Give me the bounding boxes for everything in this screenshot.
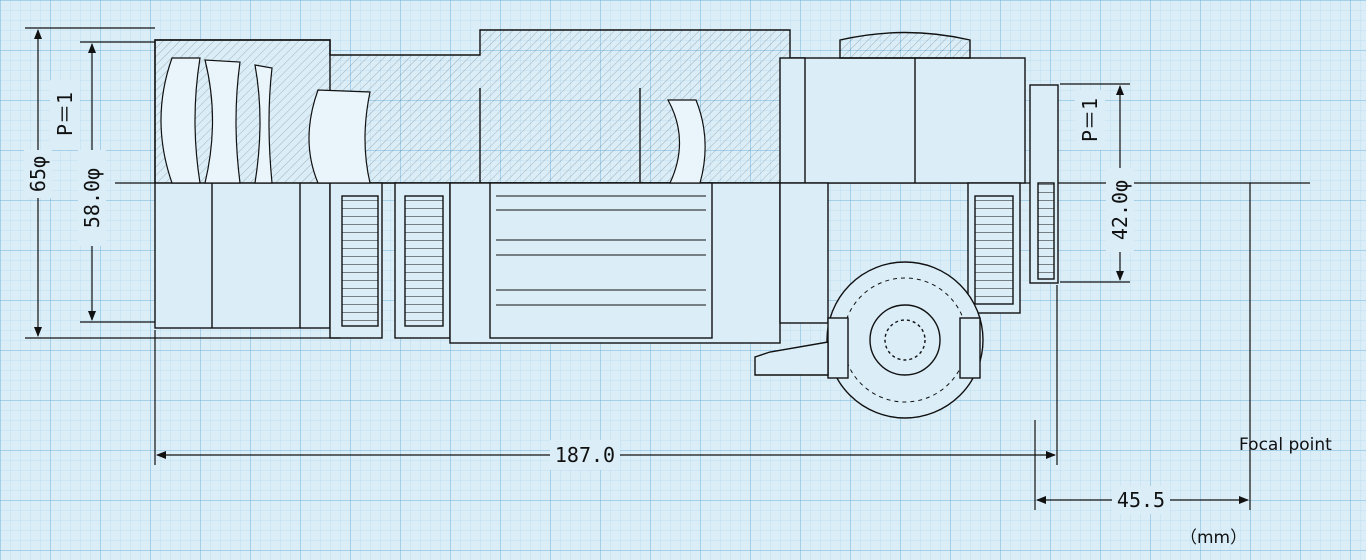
lens-body — [115, 29, 1310, 419]
label-front-diameter: 58.0φ — [80, 168, 104, 228]
label-focal-point: Focal point — [1239, 435, 1332, 455]
label-rear-pitch: P＝1 — [1078, 98, 1102, 142]
label-units: （mm） — [1180, 528, 1247, 548]
top-housing — [839, 31, 971, 59]
grip-ring — [489, 182, 713, 339]
front-lens-group — [160, 57, 273, 184]
label-front-pitch: P＝1 — [53, 92, 77, 136]
rear-tube — [779, 57, 1026, 184]
label-flange-focal-distance: 45.5 — [1117, 488, 1165, 512]
middle-lens-group — [308, 89, 371, 184]
tripod-knob — [754, 261, 984, 419]
label-mount-diameter: 42.0φ — [1108, 180, 1132, 240]
label-overall-length: 187.0 — [555, 443, 615, 467]
rear-lens-group — [666, 99, 706, 184]
label-outer-diameter: 65φ — [26, 156, 50, 192]
